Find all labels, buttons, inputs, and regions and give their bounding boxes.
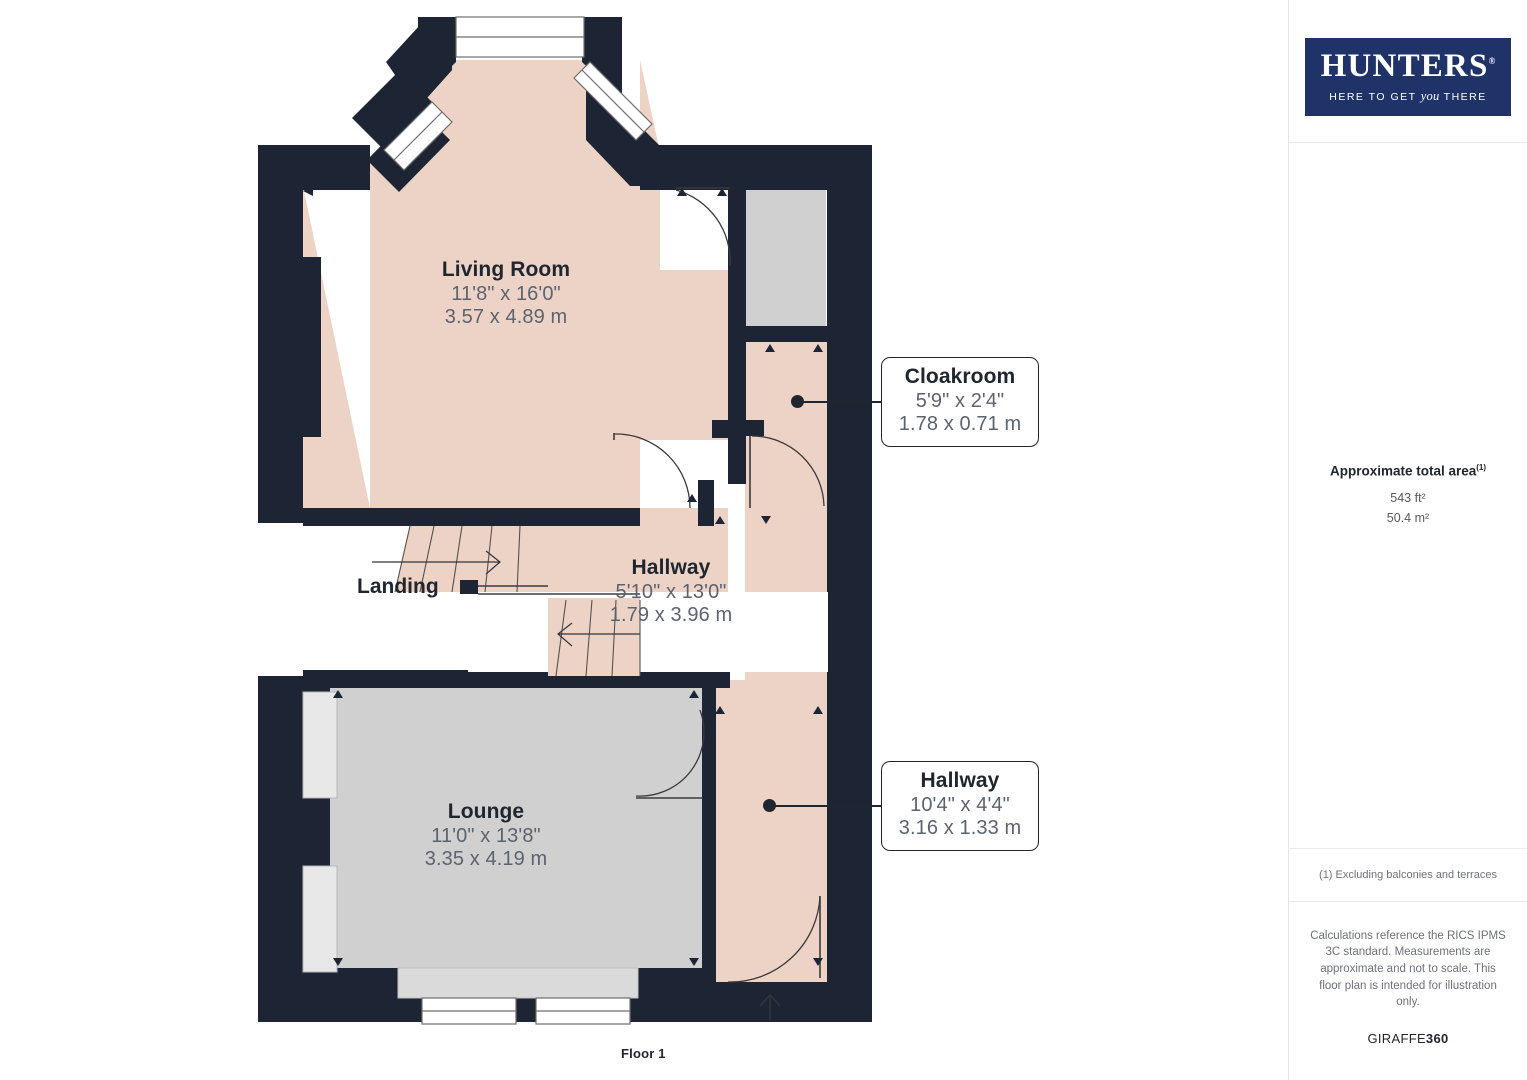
room-label-lounge: Lounge 11'0" x 13'8" 3.35 x 4.19 m bbox=[366, 800, 606, 872]
cloakroom-leader-line bbox=[797, 401, 883, 403]
giraffe360-brand: GIRAFFE360 bbox=[1309, 1031, 1507, 1046]
sidebar-logo-section: HUNTERS® HERE TO GET you THERE bbox=[1289, 0, 1527, 143]
sidebar-footer: Calculations reference the RICS IPMS 3C … bbox=[1289, 902, 1527, 1080]
room-name: Living Room bbox=[441, 258, 571, 281]
callout-dims-metric: 1.78 x 0.71 m bbox=[898, 413, 1022, 436]
callout-name: Cloakroom bbox=[904, 365, 1016, 388]
callout-dims-metric: 3.16 x 1.33 m bbox=[898, 817, 1022, 840]
callout-cloakroom[interactable]: Cloakroom 5'9" x 2'4" 1.78 x 0.71 m bbox=[881, 357, 1039, 447]
floorplan-canvas[interactable]: Living Room 11'8" x 16'0" 3.57 x 4.89 m … bbox=[0, 0, 1288, 1080]
cloakroom-fill bbox=[736, 186, 826, 328]
windows bbox=[302, 16, 653, 1025]
callout-dims-imperial: 5'9" x 2'4" bbox=[915, 389, 1005, 412]
logo-name: HUNTERS bbox=[1320, 48, 1489, 84]
total-area-sqft: 543 ft² bbox=[1390, 491, 1426, 506]
tagline-post: THERE bbox=[1439, 91, 1487, 103]
lounge-fill bbox=[330, 684, 702, 984]
brand-prefix: GIRAFFE bbox=[1367, 1031, 1426, 1046]
sidebar: HUNTERS® HERE TO GET you THERE Approxima… bbox=[1288, 0, 1527, 1080]
newel-post bbox=[460, 580, 478, 594]
room-dims-metric: 1.79 x 3.96 m bbox=[609, 604, 733, 627]
room-dims-metric: 3.57 x 4.89 m bbox=[444, 306, 568, 329]
tagline-italic: you bbox=[1420, 89, 1440, 103]
room-name: Lounge bbox=[447, 800, 525, 823]
callout-hallway[interactable]: Hallway 10'4" x 4'4" 3.16 x 1.33 m bbox=[881, 761, 1039, 851]
total-area-sqm: 50.4 m² bbox=[1386, 510, 1430, 525]
dimension-ticks bbox=[303, 186, 823, 966]
logo-wordmark: HUNTERS® bbox=[1321, 50, 1496, 83]
hallway-leader-dot bbox=[763, 799, 776, 812]
room-dims-imperial: 11'0" x 13'8" bbox=[431, 824, 541, 847]
floorplan-drawing bbox=[258, 16, 872, 1025]
total-area-label: Approximate total area bbox=[1329, 463, 1477, 479]
total-area-title: Approximate total area(1) bbox=[1330, 463, 1486, 479]
registered-mark: ® bbox=[1488, 56, 1496, 66]
entrance-arrow bbox=[759, 993, 781, 1020]
footnote-marker: (1) bbox=[1476, 462, 1487, 472]
room-label-living-room: Living Room 11'8" x 16'0" 3.57 x 4.89 m bbox=[386, 258, 626, 330]
floor-caption: Floor 1 bbox=[621, 1046, 666, 1061]
callout-dims-imperial: 10'4" x 4'4" bbox=[910, 793, 1010, 816]
hunters-logo[interactable]: HUNTERS® HERE TO GET you THERE bbox=[1305, 38, 1511, 116]
stairs bbox=[372, 525, 641, 677]
doors bbox=[613, 187, 825, 983]
brand-suffix: 360 bbox=[1425, 1031, 1449, 1046]
room-label-landing: Landing bbox=[357, 575, 439, 598]
stair-upper-fill bbox=[395, 526, 548, 592]
cloakroom-leader-dot bbox=[791, 395, 804, 408]
room-dims-metric: 3.35 x 4.19 m bbox=[424, 848, 548, 871]
footnote-text: (1) Excluding balconies and terraces bbox=[1289, 849, 1527, 902]
room-dims-imperial: 5'10" x 13'0" bbox=[615, 580, 727, 603]
tagline-pre: HERE TO GET bbox=[1329, 91, 1421, 103]
logo-tagline: HERE TO GET you THERE bbox=[1329, 89, 1487, 104]
hallway-leader-line bbox=[771, 805, 883, 807]
room-dims-imperial: 11'8" x 16'0" bbox=[451, 282, 561, 305]
callout-name: Hallway bbox=[920, 769, 1000, 792]
room-label-hallway: Hallway 5'10" x 13'0" 1.79 x 3.96 m bbox=[551, 556, 791, 628]
total-area-section: Approximate total area(1) 543 ft² 50.4 m… bbox=[1289, 143, 1527, 849]
disclaimer-text: Calculations reference the RICS IPMS 3C … bbox=[1310, 929, 1506, 1009]
room-name: Hallway bbox=[631, 556, 711, 579]
